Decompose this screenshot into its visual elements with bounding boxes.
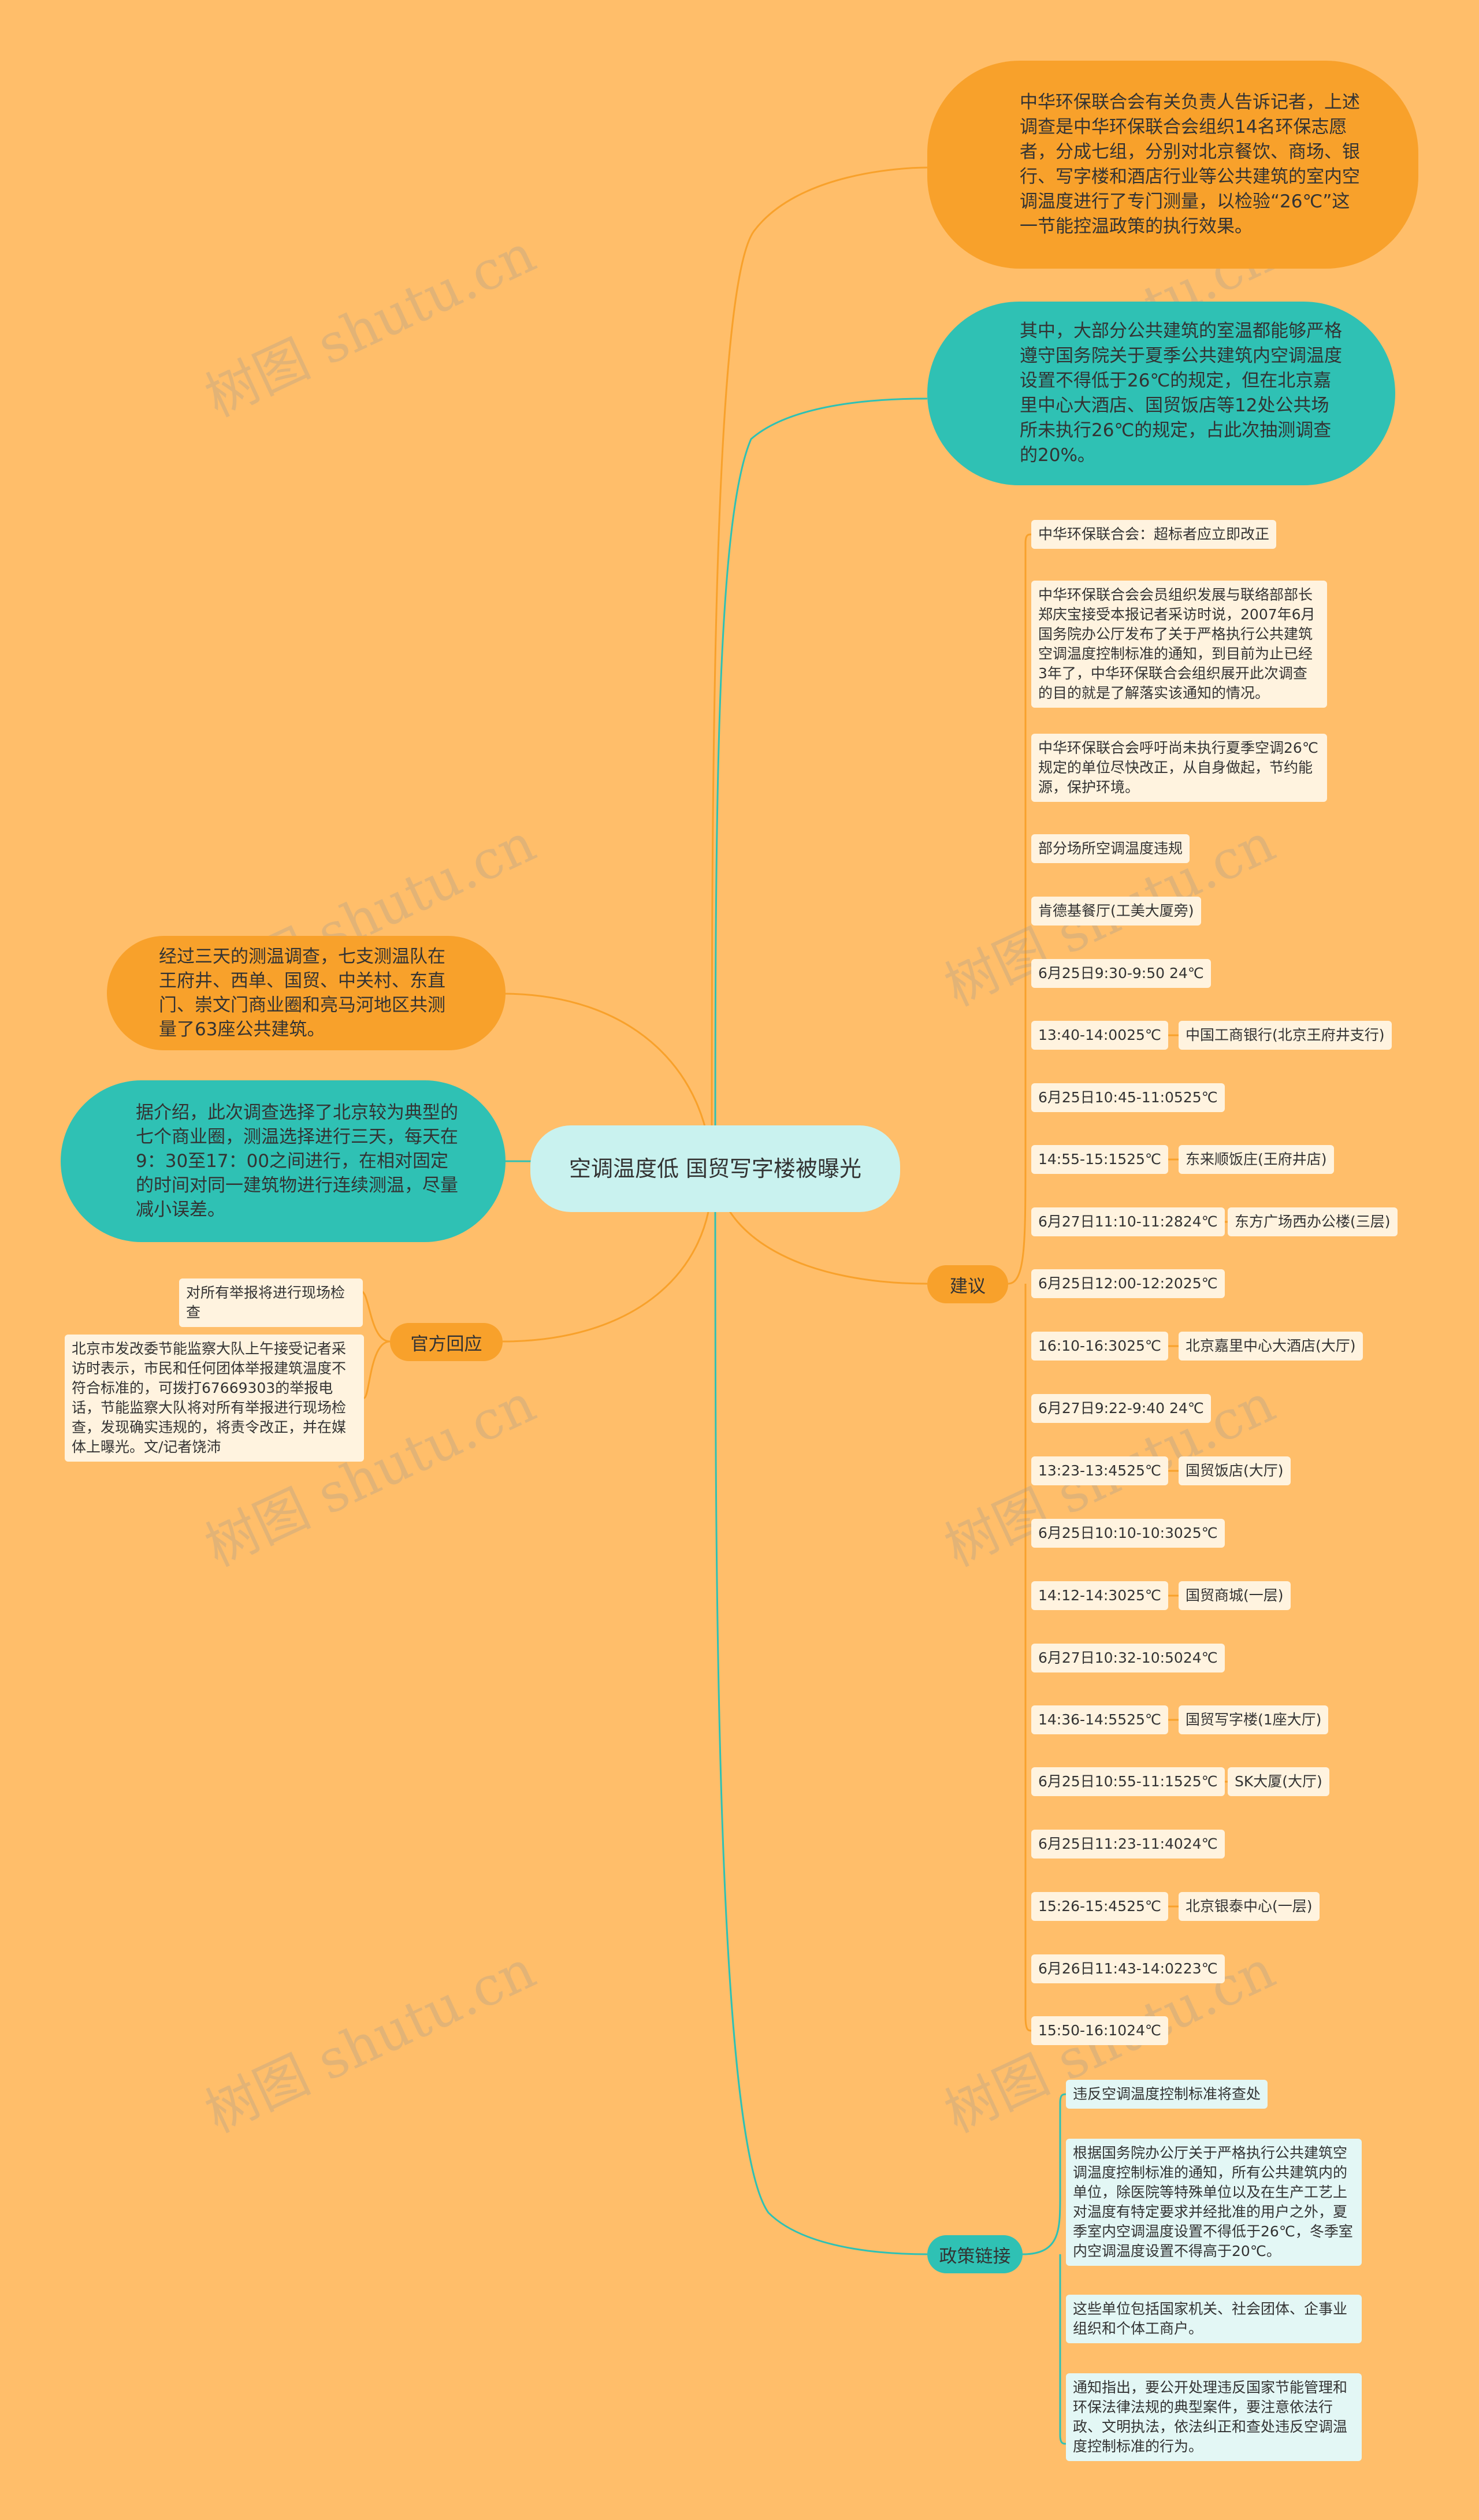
reading-time[interactable]: 13:40-14:0025℃ xyxy=(1031,1021,1169,1050)
topic-survey-intro-text: 中华环保联合会有关负责人告诉记者，上述调查是中华环保联合会组织14名环保志愿者，… xyxy=(1020,92,1360,237)
reading-time-text: 16:10-16:3025℃ xyxy=(1038,1337,1162,1354)
suggestion-note-text: 肯德基餐厅(工美大厦旁) xyxy=(1038,902,1194,919)
link-suggestion-spine xyxy=(1008,533,1032,2032)
reading-time-text: 15:50-16:1024℃ xyxy=(1038,2022,1162,2039)
reading-time-text: 6月25日10:55-11:1525℃ xyxy=(1038,1773,1218,1790)
policy-leaf[interactable]: 通知指出，要公开处理违反国家节能管理和环保法律法规的典型案件，要注意依法行政、文… xyxy=(1066,2373,1362,2461)
reading-place-text: 东方广场西办公楼(三层) xyxy=(1235,1213,1391,1230)
policy-leaf[interactable]: 根据国务院办公厅关于严格执行公共建筑空调温度控制标准的通知，所有公共建筑内的单位… xyxy=(1066,2139,1362,2266)
reading-place[interactable]: 国贸写字楼(1座大厅) xyxy=(1179,1705,1329,1734)
policy-leaf[interactable]: 这些单位包括国家机关、社会团体、企事业组织和个体工商户。 xyxy=(1066,2295,1362,2343)
reading-time[interactable]: 14:12-14:3025℃ xyxy=(1031,1581,1169,1610)
reading-time[interactable]: 15:50-16:1024℃ xyxy=(1031,2016,1169,2045)
suggestion-note[interactable]: 中华环保联合会会员组织发展与联络部部长郑庆宝接受本报记者采访时说，2007年6月… xyxy=(1031,581,1327,708)
official-leaf[interactable]: 对所有举报将进行现场检查 xyxy=(179,1278,363,1327)
link-center-right-teal xyxy=(714,397,928,1179)
reading-time[interactable]: 6月27日10:32-10:5024℃ xyxy=(1031,1644,1225,1672)
link-official-leaves xyxy=(361,1290,391,1399)
suggestion-note[interactable]: 中华环保联合会呼吁尚未执行夏季空调26℃规定的单位尽快改正，从自身做起，节约能源… xyxy=(1031,734,1327,802)
suggestion-note-text: 部分场所空调温度违规 xyxy=(1038,840,1183,857)
reading-time[interactable]: 6月25日9:30-9:50 24℃ xyxy=(1031,959,1211,988)
reading-place[interactable]: 东方广场西办公楼(三层) xyxy=(1228,1207,1398,1236)
branch-policy-link-label: 政策链接 xyxy=(939,2246,1011,2267)
reading-time-text: 6月26日11:43-14:0223℃ xyxy=(1038,1960,1218,1977)
official-leaf-text: 北京市发改委节能监察大队上午接受记者采访时表示，市民和任何团体举报建筑温度不符合… xyxy=(72,1340,347,1455)
topic-survey-result[interactable]: 其中，大部分公共建筑的室温都能够严格遵守国务院关于夏季公共建筑内空调温度设置不得… xyxy=(927,302,1395,485)
reading-time[interactable]: 16:10-16:3025℃ xyxy=(1031,1332,1169,1361)
reading-place[interactable]: 北京银泰中心(一层) xyxy=(1179,1892,1320,1921)
reading-time-text: 15:26-15:4525℃ xyxy=(1038,1898,1162,1915)
reading-time-text: 13:40-14:0025℃ xyxy=(1038,1027,1162,1043)
central-topic[interactable]: 空调温度低 国贸写字楼被曝光 xyxy=(530,1125,900,1212)
official-leaf-text: 对所有举报将进行现场检查 xyxy=(186,1284,345,1321)
reading-time[interactable]: 6月27日11:10-11:2824℃ xyxy=(1031,1207,1225,1236)
topic-survey-intro[interactable]: 中华环保联合会有关负责人告诉记者，上述调查是中华环保联合会组织14名环保志愿者，… xyxy=(927,61,1418,269)
suggestion-note-text: 中华环保联合会会员组织发展与联络部部长郑庆宝接受本报记者采访时说，2007年6月… xyxy=(1038,586,1316,701)
topic-measurement-scope[interactable]: 经过三天的测温调查，七支测温队在王府井、西单、国贸、中关村、东直门、崇文门商业圈… xyxy=(107,936,506,1050)
reading-time-text: 6月25日11:23-11:4024℃ xyxy=(1038,1835,1218,1852)
branch-policy-link[interactable]: 政策链接 xyxy=(927,2235,1023,2273)
policy-leaf-text: 根据国务院办公厅关于严格执行公共建筑空调温度控制标准的通知，所有公共建筑内的单位… xyxy=(1073,2144,1353,2259)
reading-time[interactable]: 13:23-13:4525℃ xyxy=(1031,1456,1169,1485)
reading-time[interactable]: 6月25日10:45-11:0525℃ xyxy=(1031,1083,1225,1112)
reading-time-text: 6月25日9:30-9:50 24℃ xyxy=(1038,965,1204,982)
policy-leaf-text: 违反空调温度控制标准将查处 xyxy=(1073,2086,1261,2102)
branch-official-response[interactable]: 官方回应 xyxy=(390,1323,503,1361)
reading-time-text: 14:12-14:3025℃ xyxy=(1038,1587,1162,1604)
reading-time-text: 6月27日11:10-11:2824℃ xyxy=(1038,1213,1218,1230)
suggestion-note[interactable]: 肯德基餐厅(工美大厦旁) xyxy=(1031,897,1201,926)
reading-time[interactable]: 6月25日10:10-10:3025℃ xyxy=(1031,1519,1225,1548)
policy-leaf-text: 通知指出，要公开处理违反国家节能管理和环保法律法规的典型案件，要注意依法行政、文… xyxy=(1073,2379,1348,2455)
official-leaf[interactable]: 北京市发改委节能监察大队上午接受记者采访时表示，市民和任何团体举报建筑温度不符合… xyxy=(65,1335,364,1462)
reading-time[interactable]: 6月26日11:43-14:0223℃ xyxy=(1031,1954,1225,1983)
reading-place[interactable]: 北京嘉里中心大酒店(大厅) xyxy=(1179,1332,1363,1361)
reading-place[interactable]: 国贸饭店(大厅) xyxy=(1179,1456,1291,1485)
policy-leaf-text: 这些单位包括国家机关、社会团体、企事业组织和个体工商户。 xyxy=(1073,2300,1348,2337)
topic-measurement-scope-text: 经过三天的测温调查，七支测温队在王府井、西单、国贸、中关村、东直门、崇文门商业圈… xyxy=(159,946,445,1040)
reading-place-text: SK大厦(大厅) xyxy=(1235,1773,1322,1790)
reading-place-text: 北京银泰中心(一层) xyxy=(1186,1898,1313,1915)
suggestion-note-text: 中华环保联合会：超标者应立即改正 xyxy=(1038,526,1270,542)
reading-place-text: 东来顺饭庄(王府井店) xyxy=(1186,1151,1327,1168)
topic-method[interactable]: 据介绍，此次调查选择了北京较为典型的七个商业圈，测温选择进行三天，每天在9：30… xyxy=(61,1080,506,1242)
reading-place[interactable]: 国贸商城(一层) xyxy=(1179,1581,1291,1610)
reading-time-text: 6月27日9:22-9:40 24℃ xyxy=(1038,1400,1204,1417)
branch-suggestion-label: 建议 xyxy=(950,1276,986,1297)
reading-time-text: 6月25日12:00-12:2025℃ xyxy=(1038,1275,1218,1292)
topic-method-text: 据介绍，此次调查选择了北京较为典型的七个商业圈，测温选择进行三天，每天在9：30… xyxy=(136,1102,458,1220)
reading-place[interactable]: 东来顺饭庄(王府井店) xyxy=(1179,1145,1334,1174)
branch-suggestion[interactable]: 建议 xyxy=(927,1265,1008,1303)
reading-time-text: 14:55-15:1525℃ xyxy=(1038,1151,1162,1168)
reading-place-text: 中国工商银行(北京王府井支行) xyxy=(1186,1027,1385,1043)
reading-time[interactable]: 6月25日12:00-12:2025℃ xyxy=(1031,1269,1225,1298)
reading-place-text: 国贸商城(一层) xyxy=(1186,1587,1284,1604)
reading-time[interactable]: 14:36-14:5525℃ xyxy=(1031,1705,1169,1734)
suggestion-note-text: 中华环保联合会呼吁尚未执行夏季空调26℃规定的单位尽快改正，从自身做起，节约能源… xyxy=(1038,739,1318,796)
reading-time[interactable]: 6月25日10:55-11:1525℃ xyxy=(1031,1767,1225,1796)
reading-place-text: 国贸饭店(大厅) xyxy=(1186,1462,1284,1479)
suggestion-note[interactable]: 部分场所空调温度违规 xyxy=(1031,834,1190,863)
topic-survey-result-text: 其中，大部分公共建筑的室温都能够严格遵守国务院关于夏季公共建筑内空调温度设置不得… xyxy=(1020,321,1342,466)
reading-place-text: 北京嘉里中心大酒店(大厅) xyxy=(1186,1337,1356,1354)
reading-time-text: 14:36-14:5525℃ xyxy=(1038,1711,1162,1728)
reading-place[interactable]: SK大厦(大厅) xyxy=(1228,1767,1329,1796)
policy-leaf[interactable]: 违反空调温度控制标准将查处 xyxy=(1066,2080,1268,2109)
reading-time[interactable]: 15:26-15:4525℃ xyxy=(1031,1892,1169,1921)
central-topic-label: 空调温度低 国贸写字楼被曝光 xyxy=(568,1156,862,1181)
suggestion-note[interactable]: 中华环保联合会：超标者应立即改正 xyxy=(1031,520,1277,549)
branch-official-response-label: 官方回应 xyxy=(410,1333,482,1355)
link-center-policy xyxy=(714,1178,928,2255)
reading-place[interactable]: 中国工商银行(北京王府井支行) xyxy=(1179,1021,1392,1050)
reading-time[interactable]: 6月27日9:22-9:40 24℃ xyxy=(1031,1394,1211,1423)
reading-time[interactable]: 14:55-15:1525℃ xyxy=(1031,1145,1169,1174)
reading-time-text: 6月25日10:45-11:0525℃ xyxy=(1038,1089,1218,1106)
reading-place-text: 国贸写字楼(1座大厅) xyxy=(1186,1711,1322,1728)
reading-time[interactable]: 6月25日11:23-11:4024℃ xyxy=(1031,1830,1225,1859)
link-center-right-orange xyxy=(711,166,928,1179)
reading-time-text: 13:23-13:4525℃ xyxy=(1038,1462,1162,1479)
link-center-official xyxy=(502,1178,713,1343)
reading-time-text: 6月25日10:10-10:3025℃ xyxy=(1038,1525,1218,1541)
reading-time-text: 6月27日10:32-10:5024℃ xyxy=(1038,1649,1218,1666)
link-policy-spine xyxy=(1022,2093,1066,2445)
